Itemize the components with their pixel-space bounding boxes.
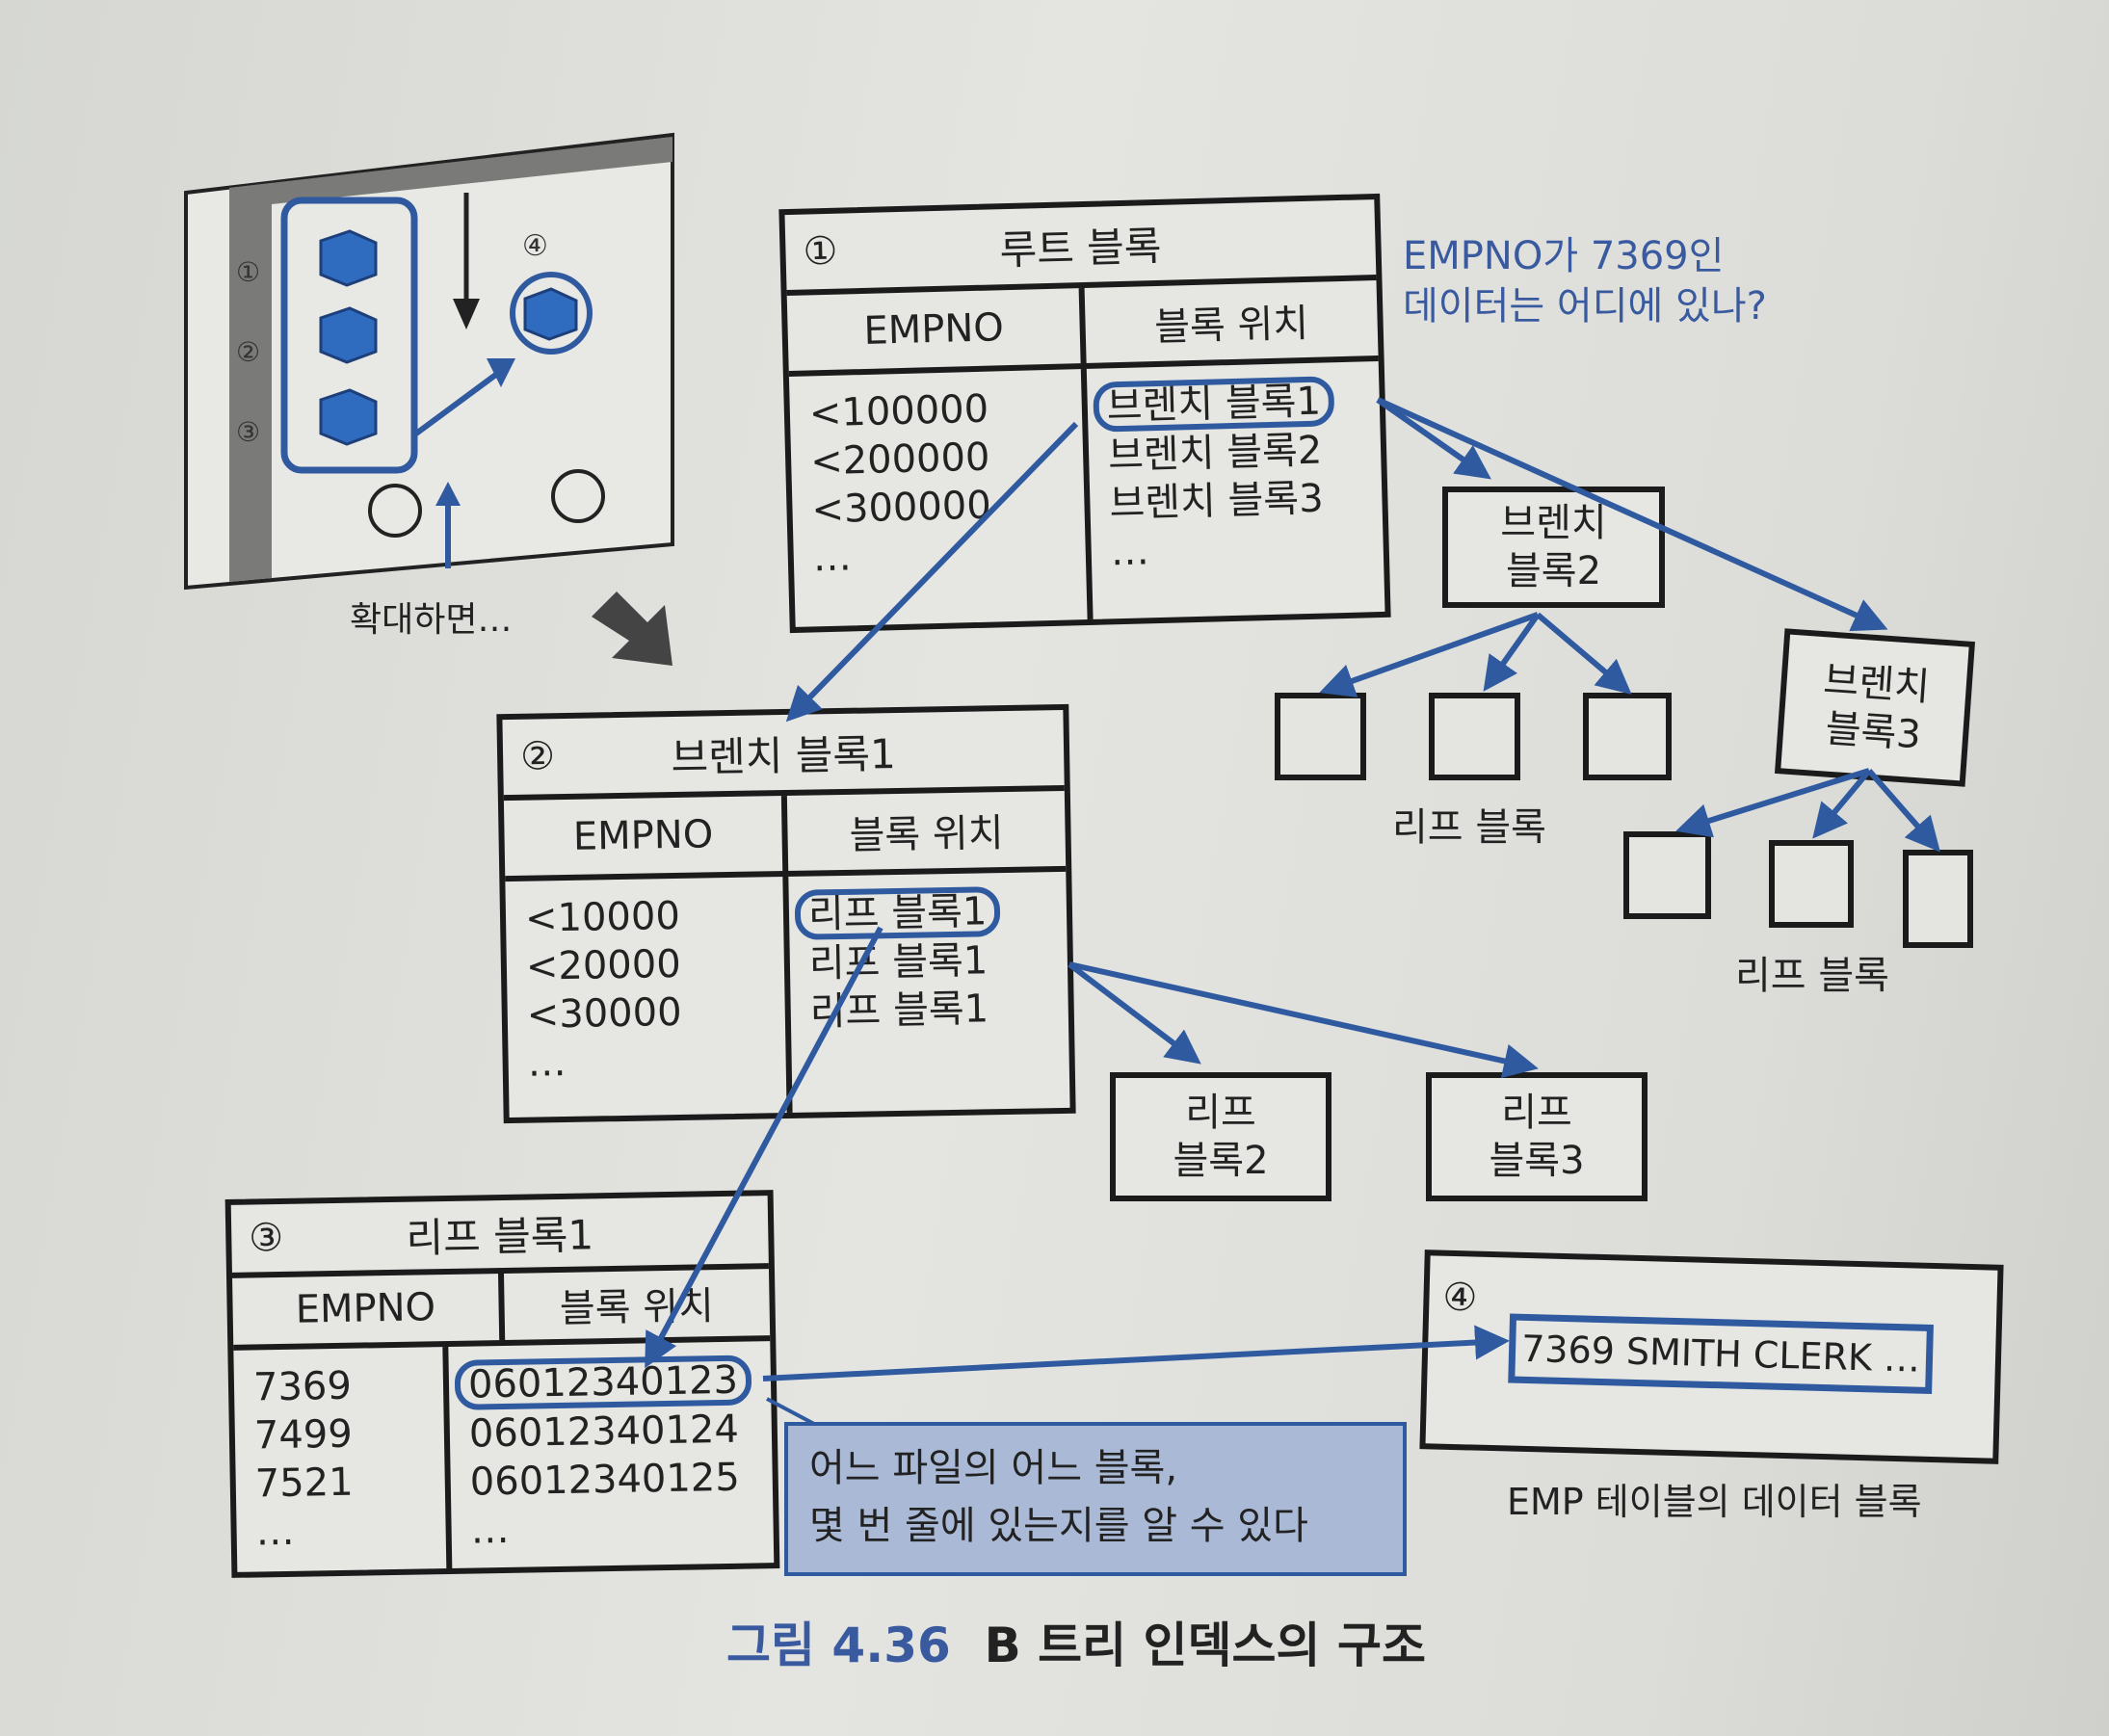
leaf-block-label: 리프 블록: [1392, 805, 1546, 850]
callout-line: 어느 파일의 어느 블록,: [809, 1446, 1178, 1490]
box-line: 브렌치: [1500, 501, 1607, 545]
box-line: 블록3: [1489, 1139, 1585, 1183]
arrow-branch3-to-leaf: [1675, 768, 1870, 838]
arrow-branch2-to-leaf: [1483, 613, 1541, 692]
leaf-block: [1903, 850, 1973, 948]
callout-line: 몇 번 줄에 있는지를 알 수 있다: [809, 1504, 1308, 1548]
box-line: 블록2: [1505, 549, 1602, 593]
question-line: EMPNO가 7369인: [1403, 234, 1725, 278]
arrow-branch3-to-leaf: [1866, 769, 1940, 853]
zoom-arrow-icon: [592, 592, 672, 666]
figure-title: B 트리 인덱스의 구조: [984, 1618, 1426, 1673]
cube-icon: [523, 287, 578, 341]
inset-ceiling: [229, 137, 672, 204]
box-line: 리프: [1501, 1091, 1572, 1135]
person-icon: [551, 469, 605, 523]
disk-group-outline: [280, 197, 418, 474]
cube-icon: [319, 306, 378, 364]
callout-pointer: [766, 1397, 867, 1426]
question-line: 데이터는 어디에 있나?: [1403, 284, 1767, 329]
selected-disk-circle: [510, 272, 593, 355]
callout-box: 어느 파일의 어느 블록, 몇 번 줄에 있는지를 알 수 있다: [784, 1422, 1407, 1576]
cube-icon: [319, 388, 378, 446]
leaf-block: [1623, 831, 1711, 919]
arrow-branch1-to-leaf3: [1068, 961, 1539, 1079]
leaf-block: [1583, 693, 1672, 780]
inset-frame: [184, 132, 674, 591]
leaf-block: [1769, 840, 1854, 928]
cube-icon: [319, 229, 378, 287]
arrow-root-to-branch1: [785, 421, 1079, 723]
fetch-arrow: [414, 368, 503, 436]
arrow-branch3-to-leaf: [1812, 769, 1872, 839]
arrow-branch2-to-leaf: [1536, 612, 1632, 695]
figure-number: 그림 4.36: [726, 1618, 951, 1673]
arrow-branch1-to-leaf2: [1068, 961, 1201, 1065]
inset-wall: [229, 183, 272, 582]
arrowhead: [435, 482, 461, 506]
arrow-leaf1-to-data-row: [762, 1325, 1510, 1381]
question-text: EMPNO가 7369인 데이터는 어디에 있나?: [1403, 231, 1767, 331]
inset-marker: ④: [522, 229, 548, 263]
data-block-label: EMP 테이블의 데이터 블록: [1507, 1481, 1922, 1523]
inset-marker: ①: [236, 256, 260, 288]
arrow-root-to-branch2: [1376, 397, 1491, 480]
figure-caption: 그림 4.36 B 트리 인덱스의 구조: [726, 1607, 1426, 1676]
arrow-branch1-to-leaf1: [645, 926, 883, 1369]
leaf-block-label: 리프 블록: [1735, 954, 1889, 998]
inset-caption: 확대하면…: [350, 600, 512, 640]
arrow-branch2-to-leaf: [1319, 612, 1540, 697]
arrowhead: [453, 299, 480, 329]
arrow-root-to-branch3: [1376, 397, 1888, 632]
box-line: 블록2: [1173, 1139, 1269, 1183]
inset-marker: ③: [236, 416, 260, 448]
box-line: 리프: [1185, 1091, 1256, 1135]
inset-marker: ②: [236, 336, 260, 368]
leaf-block: [1429, 693, 1520, 780]
arrowhead: [487, 358, 515, 387]
person-icon: [368, 484, 422, 538]
